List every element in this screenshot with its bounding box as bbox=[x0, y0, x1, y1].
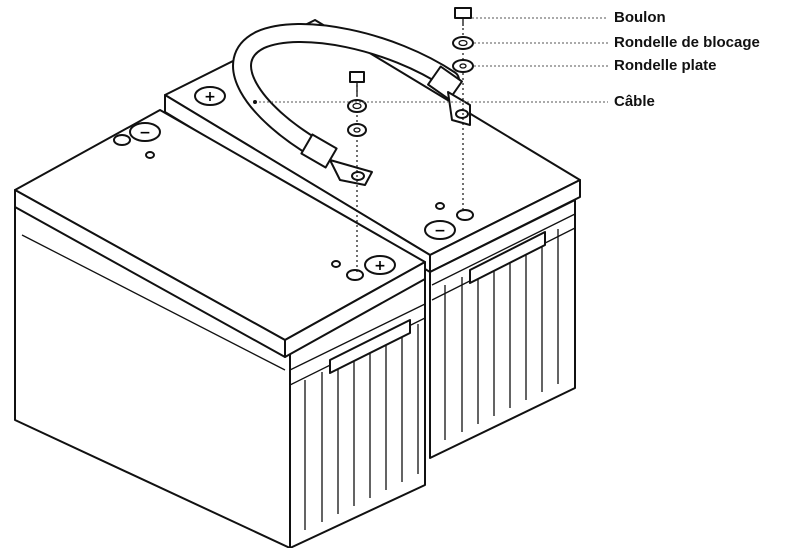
terminal-back-negative: − bbox=[424, 220, 456, 240]
negative-symbol-front: − bbox=[139, 125, 151, 141]
cable-lug-right bbox=[427, 65, 471, 126]
battery-front bbox=[14, 109, 426, 548]
terminal-front-negative: − bbox=[129, 122, 161, 142]
hardware-right bbox=[452, 7, 474, 210]
label-flat-washer: Rondelle plate bbox=[614, 57, 717, 74]
negative-symbol-back: − bbox=[434, 223, 446, 239]
flat-washer-icon-left bbox=[347, 123, 367, 137]
label-lock-washer: Rondelle de blocage bbox=[614, 34, 760, 51]
hardware-left bbox=[347, 71, 367, 275]
battery-back bbox=[164, 19, 581, 459]
cable-lug-left bbox=[300, 133, 373, 186]
label-bolt: Boulon bbox=[614, 9, 666, 26]
flat-washer-icon bbox=[452, 59, 474, 73]
bolt-icon-left bbox=[349, 71, 365, 96]
positive-symbol-front: + bbox=[374, 258, 386, 274]
positive-symbol-back: + bbox=[204, 89, 216, 105]
lock-washer-icon bbox=[452, 36, 474, 50]
terminal-back-positive: + bbox=[194, 86, 226, 106]
label-cable: Câble bbox=[614, 93, 655, 110]
battery-back-side bbox=[429, 199, 576, 459]
cable bbox=[232, 23, 471, 186]
bolt-icon bbox=[454, 7, 472, 26]
lock-washer-icon-left bbox=[347, 99, 367, 113]
terminal-front-positive: + bbox=[364, 255, 396, 275]
